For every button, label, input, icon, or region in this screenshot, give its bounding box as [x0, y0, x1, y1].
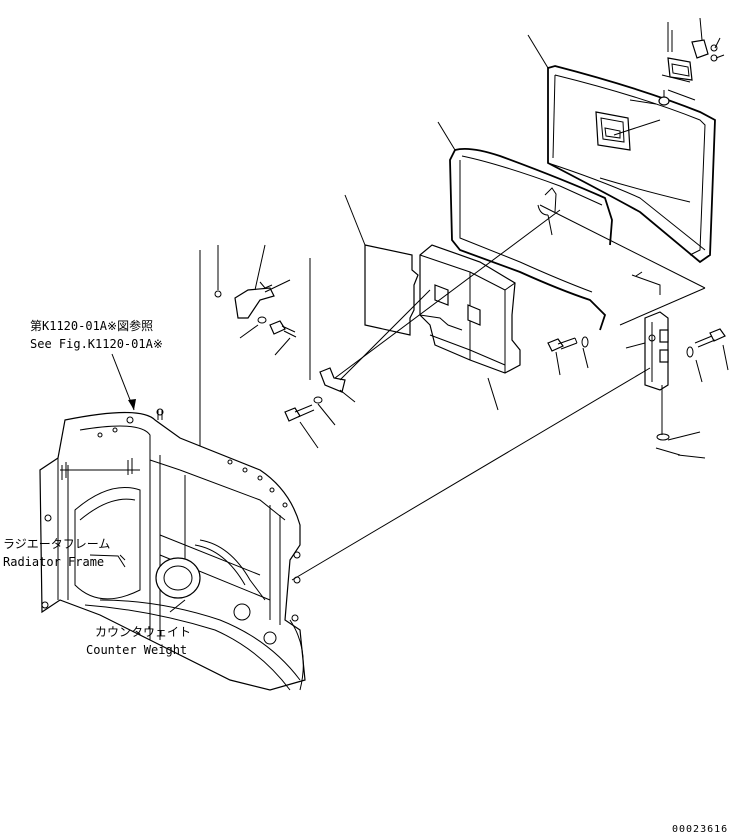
latch-hardware: [658, 30, 718, 106]
clip-center: [319, 187, 557, 393]
plate: [364, 244, 419, 336]
cover-panel: [547, 65, 716, 264]
counter-weight-label-en: Counter Weight: [86, 643, 187, 657]
ref-label-en: See Fig.K1120-01A※: [30, 337, 163, 351]
bolts-right: [547, 328, 726, 358]
radiator-frame: [39, 408, 306, 691]
ref-label-jp: 第K1120-01A※図参照: [30, 318, 153, 333]
hinge-assembly: [631, 271, 681, 456]
bracket-left: [214, 281, 323, 422]
radiator-frame-label-en: Radiator Frame: [3, 555, 104, 569]
radiator-frame-label-jp: ラジエータフレーム: [3, 537, 110, 551]
counter-weight-label-jp: カウンタウェイト: [95, 625, 191, 639]
weight-block: [419, 244, 521, 374]
gasket-seal: [449, 147, 613, 331]
drawing-number: 00023616: [672, 824, 728, 835]
annotation-arrows: [89, 353, 186, 613]
